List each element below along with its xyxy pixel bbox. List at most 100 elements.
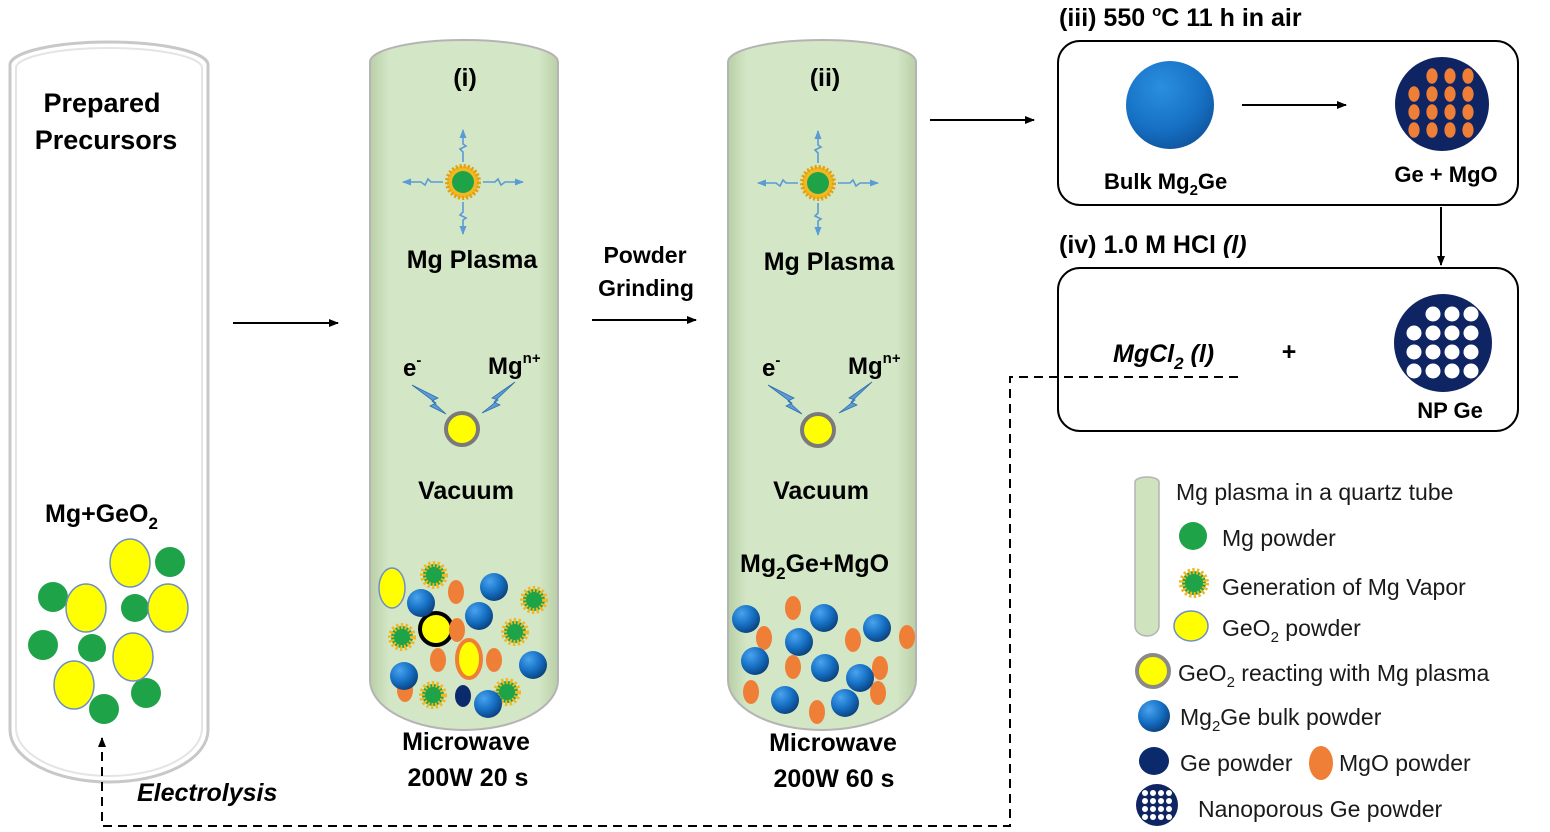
grinding-label-line1: Powder bbox=[603, 242, 686, 268]
sphere-dot bbox=[1150, 814, 1156, 820]
legend-bulk-label: Mg2Ge bulk powder bbox=[1180, 704, 1382, 735]
mgcl2-label: MgCl2 (l) bbox=[1113, 340, 1214, 373]
lightning-icons-ii bbox=[767, 381, 873, 415]
sphere-dot bbox=[1462, 104, 1474, 120]
step-iv-panel: (iv) 1.0 M HCl (l) MgCl2 (l) + NP Ge bbox=[1057, 231, 1519, 432]
step-ii-label: (ii) bbox=[810, 64, 841, 92]
step-iv-box bbox=[1057, 267, 1519, 432]
sphere-dot bbox=[1158, 806, 1164, 812]
legend-tube-icon bbox=[1134, 476, 1160, 637]
sphere-dot bbox=[1150, 790, 1156, 796]
sphere-dot bbox=[1425, 363, 1441, 379]
lightning-icons bbox=[411, 381, 516, 415]
mg-ion-label: Mgn+ bbox=[488, 350, 541, 380]
tube0-title-line1: Prepared bbox=[43, 88, 160, 118]
sphere-dot bbox=[1166, 806, 1172, 812]
sphere-dot bbox=[1166, 798, 1172, 804]
step-iii-panel: (iii) 550 oC 11 h in air Bulk Mg2Ge Ge +… bbox=[1057, 3, 1519, 206]
sphere-dot bbox=[1444, 306, 1460, 322]
reaction-particles-i bbox=[378, 561, 548, 718]
mg-vapor-emitter bbox=[402, 129, 524, 235]
np-ge-sphere bbox=[1394, 294, 1492, 392]
legend-reacting-icon bbox=[1135, 653, 1171, 689]
plus-sign: + bbox=[1282, 338, 1297, 366]
ge-mgo-sphere bbox=[1395, 57, 1489, 151]
sphere-dot bbox=[1462, 86, 1474, 102]
sphere-dot bbox=[1406, 363, 1422, 379]
legend-np-label: Nanoporous Ge powder bbox=[1198, 796, 1443, 822]
product-particles-ii bbox=[732, 596, 915, 724]
sphere-dot bbox=[1426, 86, 1438, 102]
microwave-label-ii: Microwave bbox=[769, 729, 897, 757]
mg-vapor-emitter-ii bbox=[757, 130, 879, 236]
sphere-dot bbox=[1463, 306, 1479, 322]
sphere-dot bbox=[1150, 798, 1156, 804]
vacuum-label-ii: Vacuum bbox=[773, 477, 869, 505]
sphere-dot bbox=[1444, 363, 1460, 379]
electron-label: e- bbox=[403, 352, 421, 382]
sphere-dot bbox=[1444, 122, 1456, 138]
product-label-ii: Mg2Ge+MgO bbox=[740, 550, 889, 583]
legend-reacting-label: GeO2 reacting with Mg plasma bbox=[1178, 660, 1490, 691]
sphere-dot bbox=[1462, 122, 1474, 138]
legend-tube-label: Mg plasma in a quartz tube bbox=[1176, 479, 1453, 505]
sphere-dot bbox=[1158, 814, 1164, 820]
sphere-dot bbox=[1444, 104, 1456, 120]
legend-np-icon bbox=[1136, 784, 1178, 826]
sphere-dot bbox=[1463, 363, 1479, 379]
sphere-dot bbox=[1142, 798, 1148, 804]
legend-mg-icon bbox=[1179, 522, 1207, 550]
legend-bulk-icon bbox=[1138, 700, 1170, 732]
np-ge-label: NP Ge bbox=[1417, 398, 1483, 423]
sphere-dot bbox=[1150, 806, 1156, 812]
sphere-dot bbox=[1462, 68, 1474, 84]
sphere-dot bbox=[1425, 325, 1441, 341]
legend-vapor-label: Generation of Mg Vapor bbox=[1222, 574, 1466, 600]
sphere-dot bbox=[1444, 325, 1460, 341]
sphere-dot bbox=[1142, 814, 1148, 820]
sphere-dot bbox=[1444, 344, 1460, 360]
legend-mg-label: Mg powder bbox=[1222, 525, 1336, 551]
legend-ge-label: Ge powder bbox=[1180, 750, 1293, 776]
sphere-dot bbox=[1463, 325, 1479, 341]
mg-plasma-label: Mg Plasma bbox=[407, 246, 539, 274]
geo2-reacting-particle-ii bbox=[800, 412, 836, 448]
geo2-reacting-particle bbox=[444, 411, 480, 447]
sphere-dot bbox=[1408, 122, 1420, 138]
step-iv-title: (iv) 1.0 M HCl (l) bbox=[1059, 231, 1247, 259]
sphere-dot bbox=[1426, 104, 1438, 120]
electrolysis-label: Electrolysis bbox=[137, 779, 277, 807]
legend-vapor-icon bbox=[1179, 568, 1209, 598]
tube-step-i: (i) Mg Plasma e- Mgn+ Vacuum bbox=[369, 39, 559, 792]
legend-mgo-label: MgO powder bbox=[1339, 750, 1471, 776]
sphere-dot bbox=[1406, 325, 1422, 341]
microwave-label-i: Microwave bbox=[402, 728, 530, 756]
power-time-label-ii: 200W 60 s bbox=[774, 765, 895, 793]
sphere-dot bbox=[1426, 68, 1438, 84]
sphere-dot bbox=[1142, 790, 1148, 796]
legend-ge-icon bbox=[1139, 747, 1169, 775]
vacuum-label: Vacuum bbox=[418, 477, 514, 505]
sphere-dot bbox=[1444, 86, 1456, 102]
legend: Mg plasma in a quartz tube Mg powder Gen… bbox=[1134, 476, 1490, 826]
step-i-label: (i) bbox=[453, 64, 477, 92]
tube0-mixture-label: Mg+GeO2 bbox=[45, 500, 158, 533]
electron-label-ii: e- bbox=[762, 352, 780, 382]
tube-step-ii: (ii) Mg Plasma e- Mgn+ Vacuum Mg2Ge+MgO bbox=[727, 39, 917, 793]
sphere-dot bbox=[1463, 344, 1479, 360]
bulk-mg2ge-sphere bbox=[1126, 61, 1214, 149]
legend-geo2-label: GeO2 powder bbox=[1222, 615, 1361, 646]
power-time-label-i: 200W 20 s bbox=[408, 764, 529, 792]
sphere-dot bbox=[1444, 68, 1456, 84]
sphere-dot bbox=[1426, 122, 1438, 138]
ge-mgo-label: Ge + MgO bbox=[1394, 162, 1497, 187]
sphere-dot bbox=[1406, 344, 1422, 360]
precursor-tube: Prepared Precursors Mg+GeO2 bbox=[8, 40, 210, 784]
legend-mgo-icon bbox=[1309, 746, 1333, 780]
mg-plasma-label-ii: Mg Plasma bbox=[764, 248, 896, 276]
sphere-dot bbox=[1142, 806, 1148, 812]
precursor-particles bbox=[28, 538, 189, 724]
sphere-dot bbox=[1158, 790, 1164, 796]
legend-geo2-icon bbox=[1173, 610, 1209, 642]
